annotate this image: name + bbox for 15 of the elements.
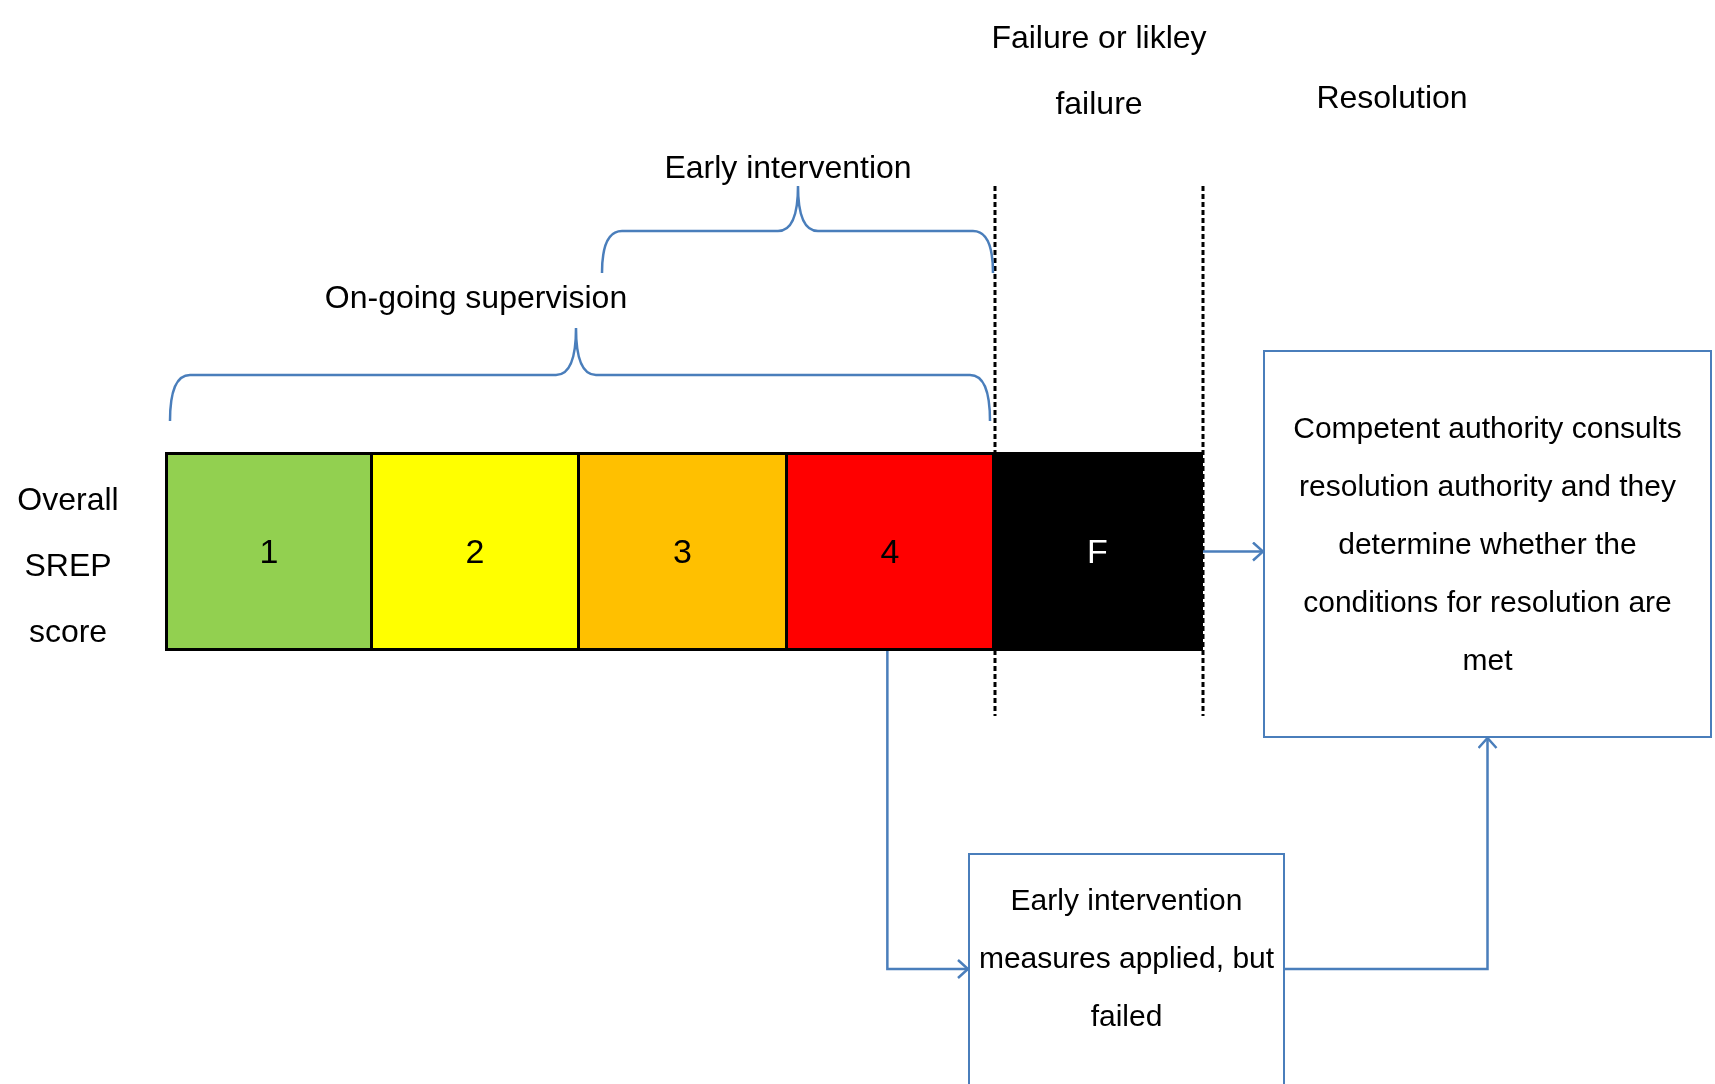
score-segment: F (995, 452, 1203, 651)
process-box: Early intervention measures applied, but failed (968, 853, 1285, 1084)
score-segment: 4 (788, 452, 995, 651)
column-heading: Failure or likley failure (990, 18, 1208, 123)
bracket-label: On-going supervision (323, 278, 629, 317)
bracket-label: Early intervention (663, 148, 913, 187)
process-box: Competent authority consults resolution authority and they determine whether the conditions for resolution are met (1263, 350, 1712, 738)
score-segment: 1 (165, 452, 373, 651)
arrow (886, 651, 970, 980)
arrow (1285, 736, 1498, 971)
arrow (1203, 541, 1265, 562)
row-label: Overall SREP score (16, 480, 120, 651)
score-segment: 2 (373, 452, 580, 651)
score-segment: 3 (580, 452, 788, 651)
column-heading: Resolution (1315, 78, 1469, 117)
